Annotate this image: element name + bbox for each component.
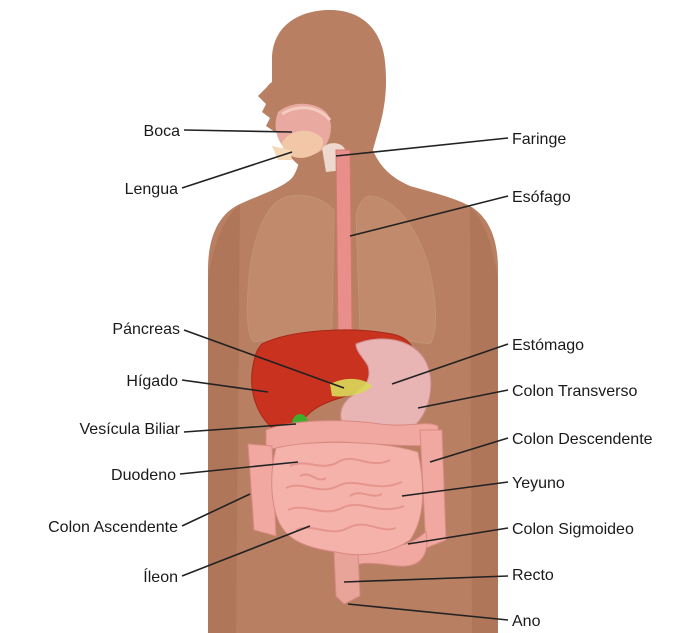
rectum-shape: [334, 552, 360, 604]
label-duodeno: Duodeno: [111, 467, 176, 484]
label-ano: Ano: [512, 613, 541, 630]
label-colon-sigmoideo: Colon Sigmoideo: [512, 521, 634, 538]
left-arm-shadow: [208, 205, 240, 633]
label-yeyuno: Yeyuno: [512, 475, 565, 492]
label-esofago: Esófago: [512, 189, 571, 206]
label-recto: Recto: [512, 567, 554, 584]
label-pancreas: Páncreas: [112, 321, 180, 338]
label-estomago: Estómago: [512, 337, 584, 354]
label-colon-descendente: Colon Descendente: [512, 431, 653, 448]
label-lengua: Lengua: [125, 181, 178, 198]
label-vesicula-biliar: Vesícula Biliar: [80, 421, 181, 438]
right-arm-shadow: [470, 207, 498, 633]
label-higado: Hígado: [126, 373, 178, 390]
label-colon-transverso: Colon Transverso: [512, 383, 637, 400]
label-boca: Boca: [144, 123, 181, 140]
small-intestine: [272, 442, 423, 554]
label-colon-ascendente: Colon Ascendente: [48, 519, 178, 536]
label-ileon: Íleon: [143, 567, 178, 586]
label-faringe: Faringe: [512, 131, 566, 148]
lengua-line: [182, 152, 292, 188]
